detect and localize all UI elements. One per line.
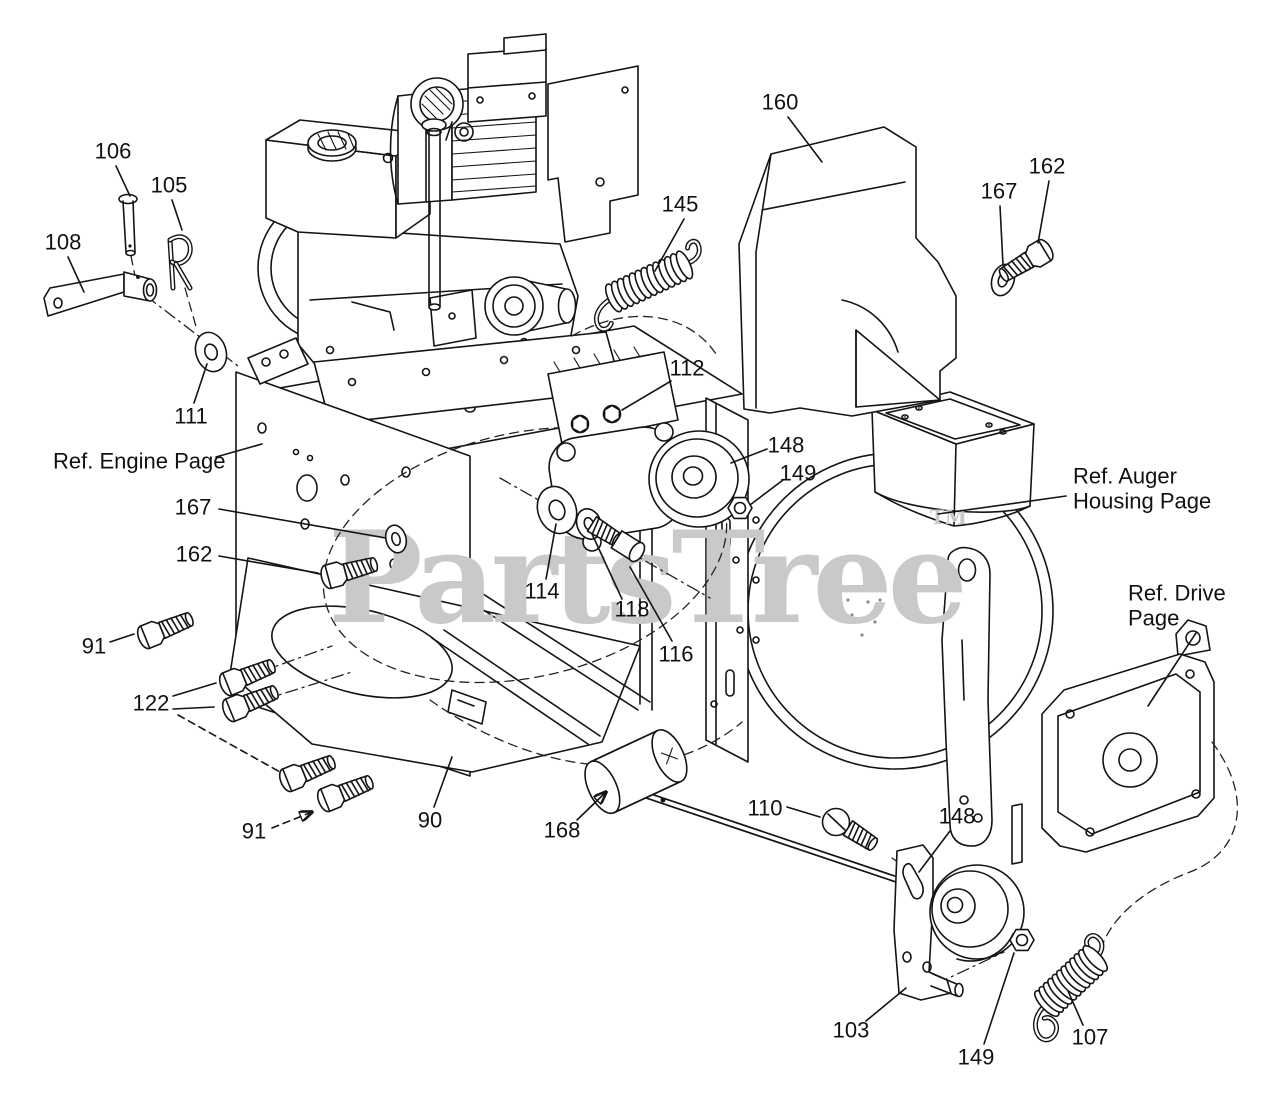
engine-pulley-cluster [536,346,753,563]
label-110-leader [786,806,821,818]
mounting-bolts [135,524,408,814]
label-105-leader [171,199,183,231]
belt-cover [738,126,957,417]
label-149-upper-leader [749,479,784,506]
washer-167-left [384,524,408,554]
label-122-leader [177,714,281,773]
label-112-leader [621,380,672,411]
label-167-left-leader [218,508,387,539]
label-106-leader [115,165,131,197]
bolt-110 [821,807,881,854]
idler-bracket-103 [893,844,964,1001]
label-ref-engine-page-leader [215,443,263,458]
engine-pulley-148 [648,430,750,528]
label-114-leader [545,523,557,580]
label-148-lower-leader [918,830,951,873]
tension-spring-107 [1032,933,1109,1043]
drive-plate-assembly [941,546,1215,865]
watermark-tm: TM [930,505,967,529]
shift-lever-108 [43,271,158,317]
label-91-lower-leader [271,812,312,829]
label-145-leader [654,218,685,272]
label-116-leader [629,566,673,642]
tension-spring-145 [593,238,702,332]
idler-pulley-148 [929,864,1025,962]
engine-assembly [257,33,639,425]
label-167-right-leader [999,205,1004,266]
hairpin-clip-105 [167,234,193,291]
label-118-leader [591,533,623,600]
label-148-upper-leader [730,448,768,464]
label-149-lower-leader [983,952,1015,1045]
nut-149-upper [727,496,753,520]
label-168-leader [576,792,606,821]
label-ref-auger-housing-page-leader [937,495,1067,515]
leader-lines [67,116,1197,1045]
washer-114 [536,485,578,535]
label-162-right-leader [1037,180,1050,244]
bolt-91-lower [315,770,377,814]
label-122-leader [172,682,217,697]
label-162-left-leader [218,555,319,574]
engine-back-plate [547,65,639,243]
label-91-upper-leader [109,633,135,643]
label-107-leader [1067,990,1084,1026]
clevis-pin-106 [118,193,138,257]
label-ref-drive-page-leader [1147,632,1197,707]
shoulder-bolt-116 [586,515,646,563]
label-108-leader [67,256,85,293]
oil-dipstick-tube [421,118,447,311]
carburetor [454,122,474,142]
washer-111 [194,331,228,373]
bolt-91-upper [135,607,197,651]
label-111-leader [193,363,208,404]
label-90-leader [433,756,453,808]
bolt-162-right [995,237,1056,287]
bell-crank-bracket [941,546,993,847]
label-122-leader [172,706,215,710]
label-160-leader [787,116,823,163]
label-103-leader [865,987,907,1022]
nut-149-lower [1009,928,1035,952]
